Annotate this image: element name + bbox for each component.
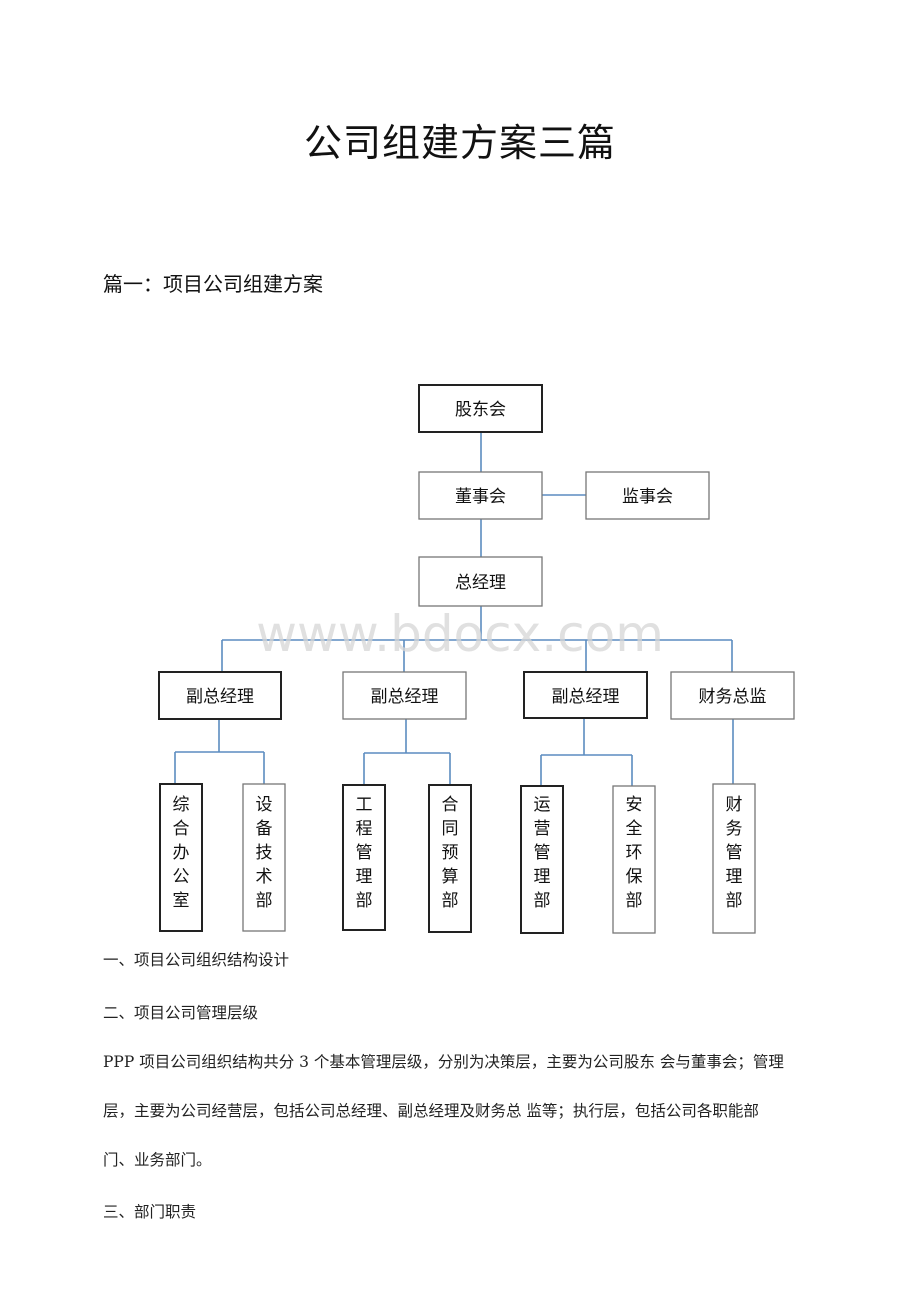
vertical-label-char: 管: [726, 843, 743, 863]
box-dept-general-office: [159, 783, 203, 932]
vertical-label-char: 部: [626, 891, 643, 911]
label-dept-contract-budget: 合同预算部: [442, 795, 459, 911]
label-dept-equipment-tech: 设备技术部: [256, 795, 273, 911]
box-dept-operations: [520, 785, 564, 934]
box-shareholders: [418, 384, 543, 433]
vertical-label-char: 术: [256, 867, 273, 887]
vertical-label-char: 部: [534, 891, 551, 911]
label-cfo: 财务总监: [699, 687, 767, 707]
paragraph-line: PPP 项目公司组织结构共分 3 个基本管理层级，分别为决策层，主要为公司股东 …: [103, 1053, 784, 1071]
label-general-manager: 总经理: [455, 573, 506, 593]
vertical-label-char: 工: [356, 795, 373, 815]
org-chart-connectors: [174, 432, 734, 786]
vertical-label-char: 部: [356, 891, 373, 911]
vertical-label-char: 理: [534, 867, 551, 887]
vertical-label-char: 运: [534, 795, 551, 815]
vertical-label-char: 综: [173, 795, 190, 815]
watermark: www.bdocx.com: [256, 605, 664, 663]
vertical-label-char: 财: [726, 795, 743, 815]
box-dept-safety-env: [612, 785, 656, 934]
vertical-label-char: 务: [726, 819, 743, 839]
vertical-label-char: 理: [356, 867, 373, 887]
box-dept-contract-budget: [428, 784, 472, 933]
box-vice-gm-3: [523, 671, 648, 719]
paragraph-line: 门、业务部门。: [103, 1151, 212, 1169]
vertical-label-char: 备: [256, 819, 273, 839]
org-chart: www.bdocx.com 股东会 董事会 监事会 总经理 副总经理 副总经理 …: [158, 384, 795, 934]
label-vice-gm-1: 副总经理: [186, 687, 254, 707]
label-dept-engineering: 工程管理部: [356, 795, 373, 911]
vertical-label-char: 合: [173, 819, 190, 839]
vertical-label-char: 安: [626, 795, 643, 815]
vertical-label-char: 管: [534, 843, 551, 863]
vertical-label-char: 程: [356, 819, 373, 839]
vertical-label-char: 技: [256, 843, 273, 863]
vertical-label-char: 办: [173, 843, 190, 863]
vertical-label-char: 同: [442, 819, 459, 839]
vertical-label-char: 合: [442, 795, 459, 815]
section-heading: 篇一：项目公司组建方案: [103, 272, 323, 296]
vertical-label-char: 保: [626, 867, 643, 887]
vertical-label-char: 理: [726, 867, 743, 887]
label-shareholders: 股东会: [455, 400, 506, 420]
vertical-label-char: 营: [534, 819, 551, 839]
vertical-label-char: 全: [626, 819, 643, 839]
document-title: 公司组建方案三篇: [303, 121, 616, 165]
label-vice-gm-2: 副总经理: [371, 687, 439, 707]
box-board: [418, 471, 543, 520]
box-vice-gm-2: [342, 671, 467, 720]
vertical-label-char: 预: [442, 843, 459, 863]
label-dept-finance: 财务管理部: [726, 795, 743, 911]
heading-department-duties: 三、部门职责: [103, 1203, 197, 1221]
vertical-label-char: 算: [442, 867, 459, 887]
label-dept-safety-env: 安全环保部: [626, 795, 643, 911]
vertical-label-char: 部: [256, 891, 273, 911]
box-cfo: [670, 671, 795, 720]
vertical-label-char: 设: [256, 795, 273, 815]
label-dept-operations: 运营管理部: [534, 795, 551, 911]
label-supervisors: 监事会: [622, 487, 673, 507]
vertical-label-char: 公: [173, 867, 190, 887]
vertical-label-char: 管: [356, 843, 373, 863]
vertical-label-char: 室: [173, 891, 190, 911]
vertical-label-char: 环: [626, 843, 643, 863]
heading-management-levels: 二、项目公司管理层级: [103, 1004, 259, 1022]
label-vice-gm-3: 副总经理: [552, 687, 620, 707]
vertical-label-char: 部: [442, 891, 459, 911]
box-general-manager: [418, 556, 543, 607]
heading-org-structure-design: 一、项目公司组织结构设计: [103, 951, 290, 969]
label-board: 董事会: [455, 487, 506, 507]
vertical-label-char: 部: [726, 891, 743, 911]
box-dept-equipment-tech: [242, 783, 286, 932]
paragraph-line: 层，主要为公司经营层，包括公司总经理、副总经理及财务总 监等；执行层，包括公司各…: [103, 1102, 759, 1120]
box-vice-gm-1: [158, 671, 282, 720]
box-supervisors: [585, 471, 710, 520]
box-dept-engineering: [342, 784, 386, 931]
label-dept-general-office: 综合办公室: [173, 795, 190, 911]
box-dept-finance: [712, 783, 756, 934]
